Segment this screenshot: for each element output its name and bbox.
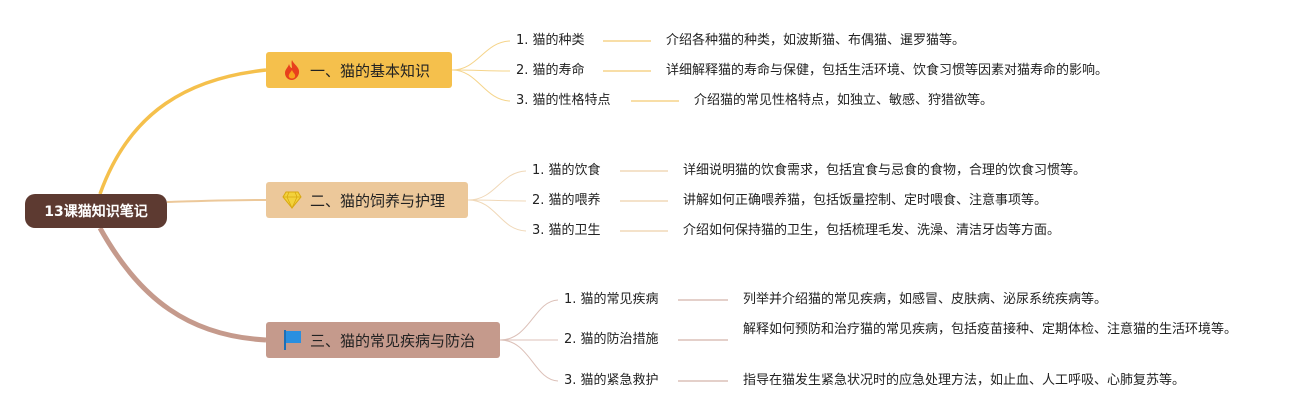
leaf-description[interactable]: 详细说明猫的饮食需求，包括宜食与忌食的食物，合理的饮食习惯等。 — [683, 163, 1087, 178]
leaf-description[interactable]: 解释如何预防和治疗猫的常见疾病，包括疫苗接种、定期体检、注意猫的生活环境等。 — [743, 322, 1238, 337]
leaf-label[interactable]: 2. 猫的寿命 — [516, 63, 585, 78]
leaf-description[interactable]: 列举并介绍猫的常见疾病，如感冒、皮肤病、泌尿系统疾病等。 — [743, 292, 1108, 307]
leaf-description[interactable]: 介绍如何保持猫的卫生，包括梳理毛发、洗澡、清洁牙齿等方面。 — [683, 223, 1061, 238]
branch-label: 一、猫的基本知识 — [310, 61, 431, 80]
fire-icon — [282, 58, 308, 82]
leaf-label[interactable]: 3. 猫的紧急救护 — [564, 373, 659, 388]
leaf-description[interactable]: 讲解如何正确喂养猫，包括饭量控制、定时喂食、注意事项等。 — [683, 193, 1048, 208]
branch-node-basics[interactable]: 一、猫的基本知识 — [266, 52, 452, 88]
flag-icon — [282, 328, 308, 352]
diamond-icon — [282, 188, 308, 212]
root-link-3 — [97, 226, 267, 343]
branch-label: 二、猫的饲养与护理 — [310, 191, 446, 210]
root-link-1 — [98, 68, 267, 195]
leaf-label[interactable]: 2. 猫的防治措施 — [564, 332, 659, 347]
leaf-label[interactable]: 2. 猫的喂养 — [532, 193, 601, 208]
leaf-label[interactable]: 1. 猫的饮食 — [532, 163, 601, 178]
branch-node-care[interactable]: 二、猫的饲养与护理 — [266, 182, 468, 218]
leaf-description[interactable]: 介绍各种猫的种类，如波斯猫、布偶猫、暹罗猫等。 — [666, 33, 966, 48]
leaf-description[interactable]: 介绍猫的常见性格特点，如独立、敏感、狩猎欲等。 — [694, 93, 994, 108]
leaf-description[interactable]: 详细解释猫的寿命与保健，包括生活环境、饮食习惯等因素对猫寿命的影响。 — [666, 63, 1109, 78]
branch-label: 三、猫的常见疾病与防治 — [310, 331, 476, 350]
leaf-label[interactable]: 3. 猫的卫生 — [532, 223, 601, 238]
leaf-description[interactable]: 指导在猫发生紧急状况时的应急处理方法，如止血、人工呼吸、心肺复苏等。 — [743, 373, 1186, 388]
root-link-2 — [166, 199, 267, 203]
root-node[interactable]: 13课猫知识笔记 — [25, 194, 167, 228]
leaf-label[interactable]: 1. 猫的种类 — [516, 33, 585, 48]
leaf-label[interactable]: 1. 猫的常见疾病 — [564, 292, 659, 307]
leaf-label[interactable]: 3. 猫的性格特点 — [516, 93, 611, 108]
root-title: 13课猫知识笔记 — [44, 204, 148, 220]
branch-node-diseases[interactable]: 三、猫的常见疾病与防治 — [266, 322, 500, 358]
